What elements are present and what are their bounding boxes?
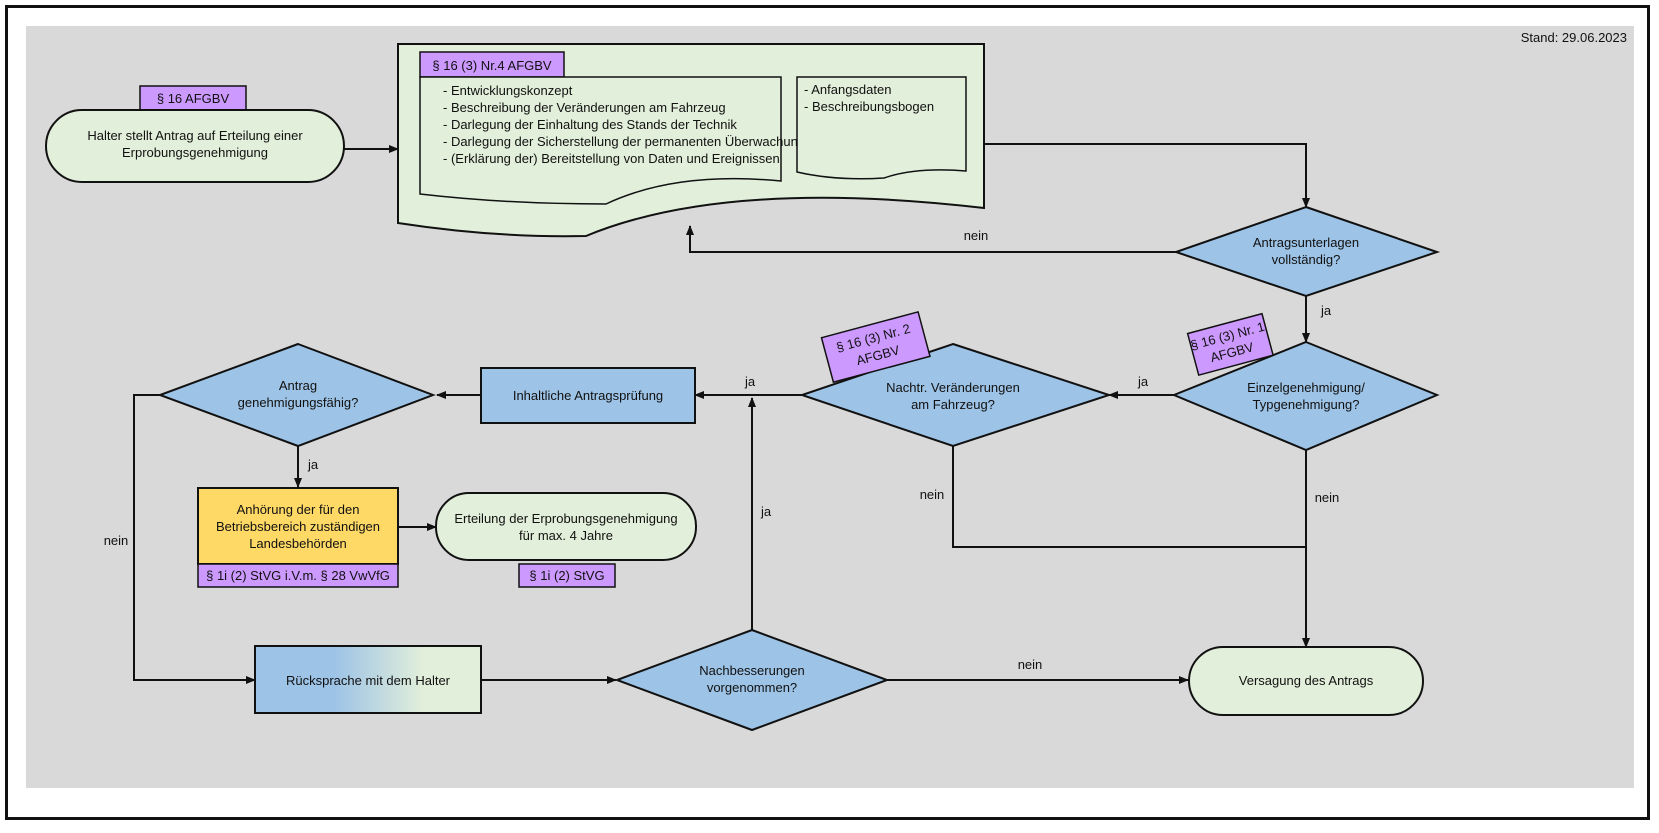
review-label: Inhaltliche Antragsprüfung: [513, 388, 663, 403]
label-approval-yes: ja: [1137, 374, 1149, 389]
label-complete-no: nein: [964, 228, 989, 243]
diagram-frame: Stand: 29.06.2023 nein ja ja: [5, 5, 1650, 820]
approval-type-line1: Einzelgenehmigung/: [1247, 380, 1365, 395]
hearing-line2: Betriebsbereich zuständigen: [216, 519, 380, 534]
label-complete-yes: ja: [1320, 303, 1332, 318]
approval-type-line2: Typgenehmigung?: [1253, 397, 1360, 412]
start-label-line2: Erprobungsgenehmigung: [122, 145, 268, 160]
label-modifications-yes: ja: [744, 374, 756, 389]
modifications-line1: Nachtr. Veränderungen: [886, 380, 1020, 395]
grant-law-tag: § 1i (2) StVG: [529, 568, 604, 583]
label-approvable-no: nein: [104, 533, 129, 548]
hearing-line1: Anhörung der für den: [237, 502, 360, 517]
complete-decision: Antragsunterlagen vollständig?: [1172, 205, 1441, 298]
documents-item-0: - Entwicklungskonzept: [443, 83, 573, 98]
consult-label: Rücksprache mit dem Halter: [286, 673, 451, 688]
label-approval-no: nein: [1315, 490, 1340, 505]
documents-law-tag: § 16 (3) Nr.4 AFGBV: [432, 58, 552, 73]
label-modifications-no: nein: [920, 487, 945, 502]
hearing-law-tag: § 1i (2) StVG i.V.m. § 28 VwVfG: [206, 568, 390, 583]
improvements-line1: Nachbesserungen: [699, 663, 805, 678]
connectors: [133, 143, 1310, 684]
modifications-line2: am Fahrzeug?: [911, 397, 995, 412]
improvements-decision: Nachbesserungen vorgenommen?: [614, 628, 890, 732]
documents-node: § 16 (3) Nr.4 AFGBV - Entwicklungskonzep…: [397, 43, 985, 238]
label-improvements-no: nein: [1018, 657, 1043, 672]
edge-modifications-no: [952, 446, 1306, 548]
complete-line1: Antragsunterlagen: [1253, 235, 1359, 250]
edge-complete-no: [686, 225, 1176, 253]
hearing-node: Anhörung der für den Betriebsbereich zus…: [197, 487, 399, 588]
stand-date: Stand: 29.06.2023: [1521, 30, 1627, 45]
documents-side-item-1: - Beschreibungsbogen: [804, 99, 934, 114]
start-law-tag: § 16 AFGBV: [157, 91, 230, 106]
hearing-line3: Landesbehörden: [249, 536, 347, 551]
documents-item-4: - (Erklärung der) Bereitstellung von Dat…: [443, 151, 780, 166]
review-process: Inhaltliche Antragsprüfung: [480, 367, 696, 424]
approvable-line2: genehmigungsfähig?: [238, 395, 359, 410]
improvements-line2: vorgenommen?: [707, 680, 797, 695]
rejection-node: Versagung des Antrags: [1188, 646, 1424, 716]
documents-item-1: - Beschreibung der Veränderungen am Fahr…: [443, 100, 726, 115]
label-improvements-yes: ja: [760, 504, 772, 519]
grant-line1: Erteilung der Erprobungsgenehmigung: [454, 511, 677, 526]
approvable-decision: Antrag genehmigungsfähig?: [157, 342, 436, 448]
grant-line2: für max. 4 Jahre: [519, 528, 613, 543]
approval-type-decision: Einzelgenehmigung/ Typgenehmigung? § 16 …: [1171, 312, 1440, 452]
flowchart: Stand: 29.06.2023 nein ja ja: [26, 26, 1634, 788]
grant-node: Erteilung der Erprobungsgenehmigung für …: [435, 492, 697, 588]
rejection-label: Versagung des Antrags: [1239, 673, 1374, 688]
label-approvable-yes: ja: [307, 457, 319, 472]
consult-process: Rücksprache mit dem Halter: [254, 645, 482, 714]
documents-item-3: - Darlegung der Sicherstellung der perma…: [443, 134, 805, 149]
documents-item-2: - Darlegung der Einhaltung des Stands de…: [443, 117, 737, 132]
start-label-line1: Halter stellt Antrag auf Erteilung einer: [87, 128, 303, 143]
edge-documents-complete: [981, 143, 1310, 208]
start-node: § 16 AFGBV Halter stellt Antrag auf Erte…: [45, 85, 345, 183]
complete-line2: vollständig?: [1272, 252, 1341, 267]
edge-approvable-no: [133, 394, 256, 684]
approvable-line1: Antrag: [279, 378, 317, 393]
documents-side-item-0: - Anfangsdaten: [804, 82, 891, 97]
